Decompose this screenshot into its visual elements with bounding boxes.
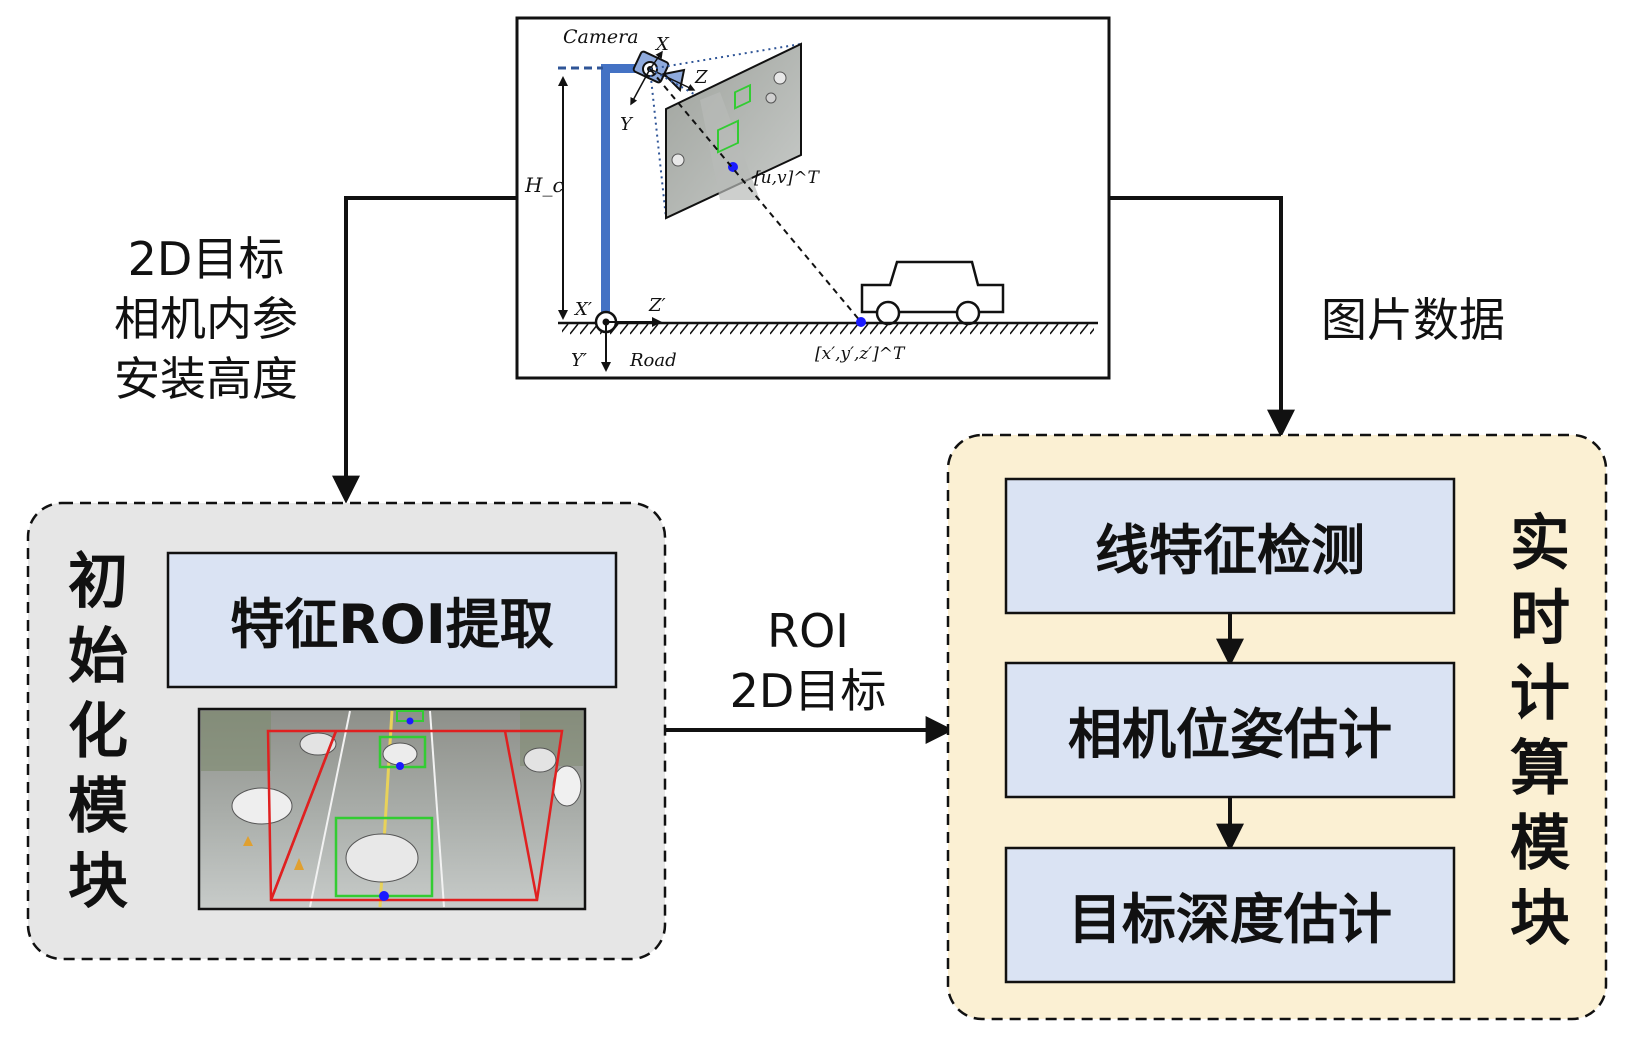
camera-x-label: X	[654, 34, 670, 55]
middle-edge-label: ROI 2D目标	[730, 604, 887, 718]
step-label-depth-estimation: 目标深度估计	[1068, 888, 1392, 951]
realtime-title-char-4: 算	[1510, 734, 1570, 804]
left-connector-arrow	[332, 196, 517, 504]
image-plane	[665, 42, 802, 220]
init-module-title: 初 始 化 模 块	[68, 547, 128, 917]
init-title-char-1: 初	[68, 547, 128, 617]
step-label-line-detection: 线特征检测	[1095, 519, 1365, 582]
init-title-char-5: 块	[68, 847, 128, 917]
road-image	[197, 707, 587, 911]
step-box-depth-estimation	[1004, 846, 1456, 984]
realtime-title-char-5: 模	[1510, 809, 1570, 879]
camera-y-axis	[630, 68, 651, 106]
car-icon	[860, 260, 1005, 326]
world-y-label: Y′	[571, 350, 587, 371]
camera-pole	[601, 68, 610, 323]
camera-geometry-diagram: H_c Camera X Z Y	[515, 16, 1111, 380]
init-title-char-3: 化	[68, 697, 128, 767]
step-box-pose-estimation	[1004, 661, 1456, 799]
left-edge-label-line-2: 相机内参	[114, 292, 298, 346]
init-title-char-2: 始	[68, 622, 128, 692]
left-edge-label-line-3: 安装高度	[114, 352, 298, 406]
camera-y-label: Y	[620, 114, 634, 135]
camera-z-axis	[649, 68, 696, 91]
right-connector-arrow	[1109, 196, 1295, 438]
realtime-module-title: 实 时 计 算 模 块	[1510, 509, 1570, 954]
realtime-title-char-1: 实	[1510, 509, 1570, 579]
world-x-label: X′	[573, 299, 592, 320]
height-label: H_c	[524, 173, 564, 197]
realtime-title-char-6: 块	[1510, 884, 1570, 954]
realtime-title-char-2: 时	[1510, 584, 1570, 654]
middle-edge-label-line-2: 2D目标	[730, 664, 887, 718]
left-edge-label: 2D目标 相机内参 安装高度	[114, 232, 298, 406]
realtime-module: 线特征检测 相机位姿估计 目标深度估计 实 时 计 算 模 块	[946, 433, 1608, 1021]
pixel-label: [u,v]^T	[754, 168, 820, 188]
middle-edge-label-line-1: ROI	[767, 604, 849, 658]
ground-point	[856, 317, 866, 327]
feature-roi-label: 特征ROI提取	[230, 593, 554, 656]
road-hatching	[562, 323, 1094, 335]
camera-z-label: Z	[694, 67, 708, 88]
feature-roi-box	[166, 551, 618, 689]
step-box-line-detection	[1004, 477, 1456, 615]
right-edge-label: 图片数据	[1321, 293, 1505, 347]
left-edge-label-line-1: 2D目标	[128, 232, 285, 286]
ground-point-label: [x′,y′,z′]^T	[815, 344, 906, 364]
step-label-pose-estimation: 相机位姿估计	[1068, 703, 1392, 766]
road-label: Road	[629, 350, 677, 371]
world-z-label: Z′	[648, 295, 666, 316]
init-module: 初 始 化 模 块 特征ROI提取	[26, 501, 667, 961]
realtime-title-char-3: 计	[1510, 659, 1570, 729]
init-title-char-4: 模	[68, 772, 128, 842]
camera-label: Camera	[563, 26, 639, 48]
camera-x-axis	[649, 50, 663, 70]
camera-arm	[601, 64, 641, 73]
